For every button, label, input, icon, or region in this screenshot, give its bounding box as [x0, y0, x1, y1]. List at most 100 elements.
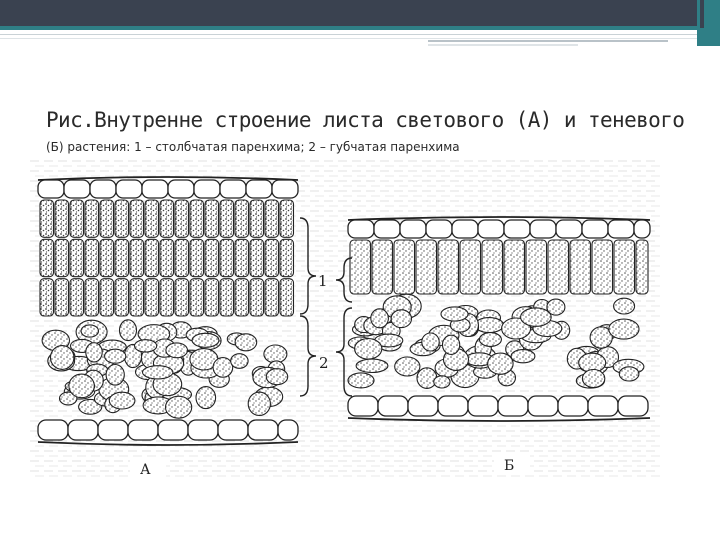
palisade-cell: [636, 240, 648, 294]
palisade-cell: [190, 200, 204, 237]
spongy-cell: [166, 396, 192, 418]
palisade-cell: [526, 240, 547, 294]
upper-epidermis-cell: [530, 220, 556, 238]
spongy-cell: [511, 350, 535, 363]
spongy-cell: [196, 387, 216, 409]
header-divider: [0, 34, 720, 35]
palisade-cell: [160, 200, 174, 237]
upper-epidermis-cell: [38, 180, 64, 198]
lower-epidermis-cell: [38, 420, 68, 440]
upper-epidermis-cell: [246, 180, 272, 198]
lower-epidermis-cell: [438, 396, 468, 416]
palisade-cell: [265, 200, 279, 237]
palisade-cell: [235, 200, 249, 237]
lower-epidermis-cell: [68, 420, 98, 440]
label-spongy: 2: [319, 354, 329, 372]
header-band: [0, 0, 720, 26]
palisade-cell: [265, 239, 279, 276]
spongy-cell: [143, 366, 173, 379]
palisade-cell: [55, 239, 69, 276]
spongy-cell: [443, 335, 460, 354]
palisade-cell: [614, 240, 635, 294]
spongy-cell: [264, 345, 287, 363]
lower-epidermis-cell: [378, 396, 408, 416]
spongy-cell: [166, 343, 188, 358]
upper-epidermis-cell: [272, 180, 298, 198]
upper-epidermis-cell: [556, 220, 582, 238]
palisade-cell: [394, 240, 415, 294]
spongy-cell: [434, 376, 450, 388]
upper-epidermis-cell: [426, 220, 452, 238]
palisade-cell: [416, 240, 437, 294]
upper-epidermis-cell: [504, 220, 530, 238]
upper-epidermis-cell: [142, 180, 168, 198]
palisade-cell: [100, 239, 114, 276]
palisade-cell: [235, 239, 249, 276]
leaf-cross-section-figure: 1 2 А Б: [30, 158, 660, 478]
palisade-cell: [175, 279, 189, 316]
upper-epidermis-cell: [478, 220, 504, 238]
palisade-cell: [250, 239, 264, 276]
upper-epidermis-cell: [400, 220, 426, 238]
palisade-cell: [205, 200, 219, 237]
spongy-cell: [521, 308, 552, 326]
upper-epidermis-cell: [608, 220, 634, 238]
spongy-cell: [348, 373, 374, 388]
palisade-cell: [175, 200, 189, 237]
palisade-cell: [160, 279, 174, 316]
upper-epidermis-cell: [194, 180, 220, 198]
palisade-cell: [130, 200, 144, 237]
upper-epidermis-cell: [220, 180, 246, 198]
palisade-cell: [280, 279, 294, 316]
spongy-cell: [86, 343, 102, 362]
palisade-cell: [145, 279, 159, 316]
palisade-cell: [250, 200, 264, 237]
spongy-cell: [488, 353, 513, 374]
upper-epidermis-cell: [90, 180, 116, 198]
lower-epidermis-cell: [188, 420, 218, 440]
palisade-cell: [372, 240, 393, 294]
upper-epidermis-cell: [348, 220, 374, 238]
palisade-cell: [190, 279, 204, 316]
palisade-cell: [220, 279, 234, 316]
spongy-cell: [371, 309, 389, 328]
label-panel-b: Б: [504, 458, 514, 474]
spongy-cell: [235, 334, 257, 351]
palisade-cell: [115, 239, 129, 276]
palisade-cell: [55, 279, 69, 316]
palisade-cell: [145, 239, 159, 276]
palisade-cell: [115, 279, 129, 316]
header-divider-2: [0, 38, 720, 39]
spongy-cell: [120, 320, 137, 341]
palisade-cell: [548, 240, 569, 294]
palisade-cell: [280, 200, 294, 237]
palisade-cell: [460, 240, 481, 294]
spongy-cell: [135, 340, 157, 352]
upper-epidermis-cell: [452, 220, 478, 238]
spongy-cell: [417, 368, 437, 389]
spongy-cell: [441, 307, 468, 321]
spongy-cell: [391, 310, 411, 328]
header-step-line-2: [428, 44, 578, 46]
spongy-cell: [105, 349, 126, 363]
palisade-cell: [85, 239, 99, 276]
palisade-cell: [100, 200, 114, 237]
spongy-cell: [422, 333, 439, 351]
spongy-cell: [266, 369, 287, 385]
palisade-cell: [130, 239, 144, 276]
palisade-cell: [85, 279, 99, 316]
leaf-illustration: 1 2 А Б: [30, 158, 660, 478]
palisade-cell: [70, 279, 84, 316]
lower-epidermis-cell: [588, 396, 618, 416]
spongy-cell: [475, 318, 504, 333]
lower-epidermis-cell: [278, 420, 298, 440]
upper-epidermis-cell: [374, 220, 400, 238]
spongy-cell: [81, 325, 98, 337]
palisade-cell: [220, 200, 234, 237]
palisade-cell: [280, 239, 294, 276]
palisade-cell: [350, 240, 371, 294]
lower-epidermis-cell: [618, 396, 648, 416]
spongy-cell: [355, 339, 382, 359]
header-accent-stripe: [0, 26, 720, 30]
palisade-cell: [70, 200, 84, 237]
